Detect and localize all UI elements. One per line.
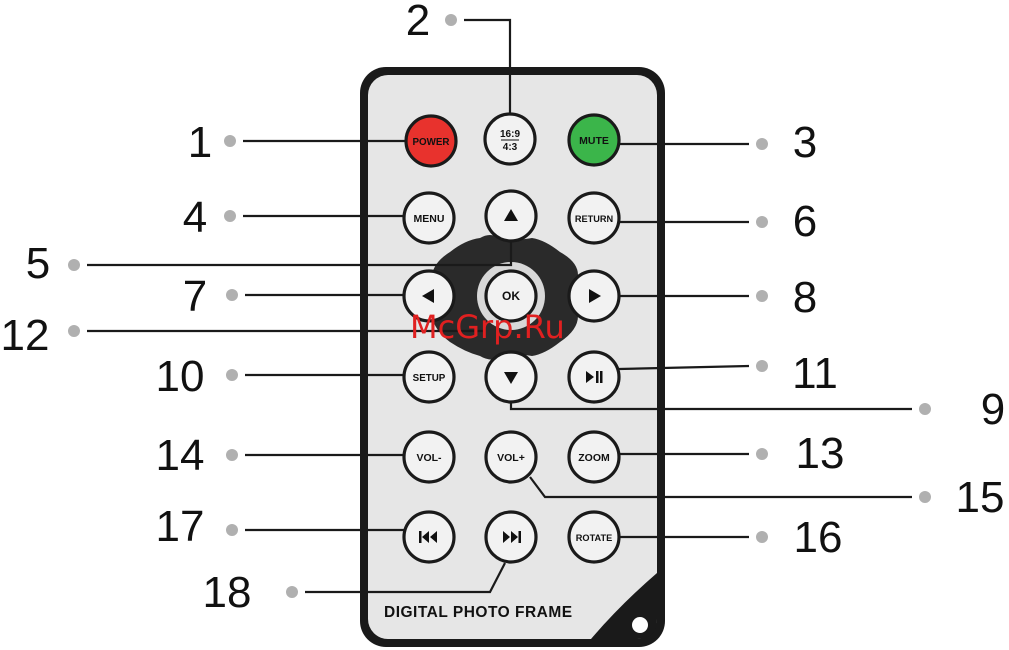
battery-hole bbox=[632, 617, 648, 633]
callout-number: 12 bbox=[1, 311, 50, 360]
callout-number: 10 bbox=[156, 352, 205, 401]
callout-dot bbox=[756, 448, 768, 460]
callout-number: 8 bbox=[793, 273, 817, 322]
next-button[interactable] bbox=[486, 512, 536, 562]
volup-button-label: VOL+ bbox=[497, 452, 525, 464]
callout-number: 5 bbox=[26, 239, 50, 288]
ok-button-label: OK bbox=[502, 289, 520, 303]
callout-dot bbox=[286, 586, 298, 598]
playpause-button[interactable] bbox=[569, 352, 619, 402]
mute-button[interactable]: MUTE bbox=[569, 115, 619, 165]
power-button[interactable]: POWER bbox=[406, 116, 456, 166]
callout-dot bbox=[756, 138, 768, 150]
callout-dot bbox=[226, 369, 238, 381]
aspect-button[interactable]: 16:9 4:3 bbox=[485, 114, 535, 164]
callout-number: 9 bbox=[981, 385, 1005, 434]
callout-dot bbox=[68, 325, 80, 337]
callout-dot bbox=[756, 216, 768, 228]
rotate-button[interactable]: ROTATE bbox=[569, 512, 619, 562]
voldown-button-label: VOL- bbox=[416, 452, 442, 464]
callout-number: 11 bbox=[792, 349, 838, 398]
aspect-button-label: 16:9 bbox=[500, 129, 520, 140]
callout-dot bbox=[226, 524, 238, 536]
aspect-button-label-secondary: 4:3 bbox=[503, 142, 518, 153]
callout-number: 16 bbox=[794, 513, 843, 562]
up-button[interactable] bbox=[486, 191, 536, 241]
power-button-label: POWER bbox=[412, 137, 449, 148]
callout-dot bbox=[226, 289, 238, 301]
setup-button[interactable]: SETUP bbox=[404, 352, 454, 402]
zoom-button[interactable]: ZOOM bbox=[569, 432, 619, 482]
callout-number: 1 bbox=[188, 118, 212, 167]
callout-number: 7 bbox=[183, 272, 207, 321]
callout-dot bbox=[68, 259, 80, 271]
callout-dot bbox=[919, 491, 931, 503]
menu-button-label: MENU bbox=[414, 213, 445, 225]
callout-dot bbox=[224, 135, 236, 147]
volup-button[interactable]: VOL+ bbox=[486, 432, 536, 482]
callout-dot bbox=[756, 360, 768, 372]
return-button[interactable]: RETURN bbox=[569, 193, 619, 243]
callout-number: 18 bbox=[203, 568, 252, 617]
callout-dot bbox=[756, 290, 768, 302]
voldown-button[interactable]: VOL- bbox=[404, 432, 454, 482]
callout-dot bbox=[224, 210, 236, 222]
callout-dot bbox=[919, 403, 931, 415]
callout-number: 13 bbox=[796, 429, 845, 478]
setup-button-label: SETUP bbox=[413, 373, 446, 384]
callout-number: 15 bbox=[956, 473, 1005, 522]
callout-number: 6 bbox=[793, 197, 817, 246]
down-button[interactable] bbox=[486, 352, 536, 402]
callout-number: 14 bbox=[156, 431, 205, 480]
right-button[interactable] bbox=[569, 271, 619, 321]
prev-button[interactable] bbox=[404, 512, 454, 562]
callout-number: 3 bbox=[793, 118, 817, 167]
callout-dot bbox=[226, 449, 238, 461]
callout-dot bbox=[445, 14, 457, 26]
menu-button[interactable]: MENU bbox=[404, 193, 454, 243]
mute-button-label: MUTE bbox=[579, 135, 609, 147]
callout-dot bbox=[756, 531, 768, 543]
callout-number: 17 bbox=[156, 502, 205, 551]
rotate-button-label: ROTATE bbox=[576, 533, 612, 543]
callout-number: 2 bbox=[406, 0, 430, 45]
callout-number: 4 bbox=[183, 193, 207, 242]
zoom-button-label: ZOOM bbox=[578, 452, 610, 464]
watermark: McGrp.Ru bbox=[410, 308, 565, 346]
return-button-label: RETURN bbox=[575, 214, 614, 224]
brand-label: DIGITAL PHOTO FRAME bbox=[384, 604, 573, 621]
